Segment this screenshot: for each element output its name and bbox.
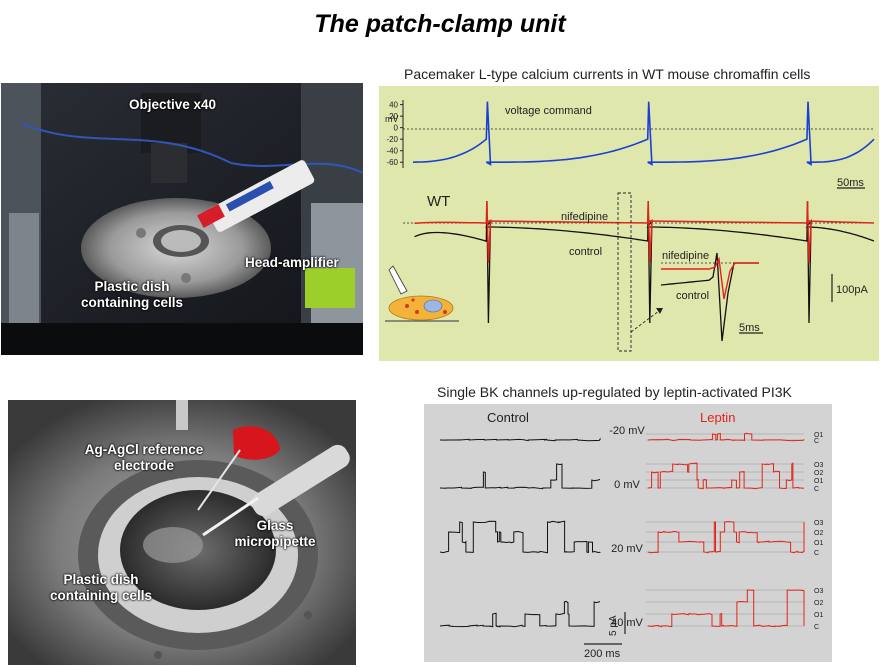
inset-scale-label: 5ms [739, 322, 760, 334]
level-label: O2 [814, 600, 823, 607]
slide-title: The patch-clamp unit [314, 10, 566, 38]
leptin-column-header: Leptin [700, 410, 735, 425]
bk-chart-title: Single BK channels up-regulated by lepti… [437, 384, 792, 400]
voltage-ticks: 40 20 0 -20 -40 -60 [386, 101, 403, 167]
level-label: O3 [814, 520, 823, 527]
nifedipine-current-trace [414, 200, 875, 264]
inset-control-label: control [676, 290, 709, 302]
voltage-axis-label: mV [385, 114, 399, 124]
voltage-tick-label: 40 [389, 101, 398, 110]
cell-pipette-cartoon [385, 265, 459, 322]
inset-control-trace [660, 252, 759, 342]
leptin-trace-3 [647, 589, 805, 628]
dish-closeup-photo: Ag-AgCl reference electrode Glass microp… [8, 400, 356, 665]
nifedipine-label: nifedipine [561, 211, 608, 223]
zoom-box [617, 192, 632, 352]
voltage-tick-label: 0 [394, 124, 399, 133]
leptin-trace-0 [647, 432, 805, 442]
level-label: O1 [814, 432, 823, 439]
calcium-chart-title: Pacemaker L-type calcium currents in WT … [404, 66, 811, 82]
level-label: O1 [814, 478, 823, 485]
rig-photo: Objective x40 Head-amplifier Plastic dis… [1, 83, 363, 355]
voltage-command-label: voltage command [505, 105, 592, 117]
level-label: O2 [814, 470, 823, 477]
level-label: C [814, 624, 819, 631]
dish-label-bottom: Plastic dish containing cells [49, 572, 153, 603]
level-label: C [814, 438, 819, 445]
level-label: O1 [814, 540, 823, 547]
bk-chart-background [424, 404, 832, 662]
micropipette-label: Glass micropipette [234, 518, 316, 549]
leptin-trace-1 [647, 462, 805, 490]
inset-traces: nifedipine control 5ms [660, 250, 763, 342]
inset-nifedipine-trace [661, 256, 759, 300]
dish-label-top: Plastic dish containing cells [80, 279, 184, 310]
voltage-tick-label: -60 [386, 158, 398, 167]
control-trace-2 [439, 520, 601, 554]
control-trace-3 [439, 600, 601, 628]
control-trace-0 [439, 437, 601, 442]
genotype-label: WT [427, 193, 450, 210]
level-label: O1 [814, 612, 823, 619]
voltage-tick-label: 20 [389, 112, 398, 121]
level-label: C [814, 486, 819, 493]
voltage-label-0: -20 mV [609, 425, 645, 437]
time-scale-label-bk: 200 ms [584, 648, 621, 660]
control-trace-1 [439, 463, 601, 490]
level-label: O3 [814, 462, 823, 469]
level-label: O3 [814, 588, 823, 595]
amp-scale-label: 5 pA [608, 615, 619, 636]
current-scale-label: 100pA [836, 284, 868, 296]
level-label: O2 [814, 530, 823, 537]
leptin-trace-2 [647, 521, 805, 554]
head-amplifier-label: Head-amplifier [245, 255, 339, 270]
inset-nifedipine-label: nifedipine [662, 250, 709, 262]
time-scale-label: 50ms [837, 177, 864, 189]
voltage-label-2: 20 mV [611, 543, 643, 555]
control-current-trace [414, 200, 875, 324]
control-column-header: Control [487, 410, 529, 425]
voltage-label-3: 40 mV [611, 617, 643, 629]
level-label: C [814, 550, 819, 557]
reference-electrode-label: Ag-AgCl reference electrode [84, 442, 204, 473]
voltage-label-1: 0 mV [614, 479, 640, 491]
calcium-current-chart: 40 20 0 -20 -40 -60 mV voltage command 50ms W… [379, 86, 879, 361]
voltage-tick-label: -40 [386, 147, 398, 156]
voltage-tick-label: -20 [386, 135, 398, 144]
voltage-command-trace [412, 101, 875, 166]
objective-label: Objective x40 [129, 97, 217, 112]
control-label: control [569, 246, 602, 258]
zoom-arrow [630, 307, 664, 333]
